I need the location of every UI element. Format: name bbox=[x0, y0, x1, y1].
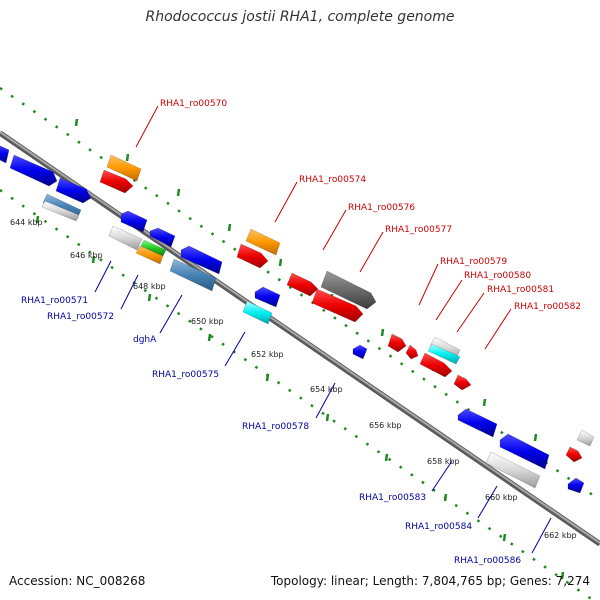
gene-red[interactable] bbox=[236, 243, 269, 269]
gene-label-top[interactable]: RHA1_ro00576 bbox=[348, 203, 415, 213]
gene-label-top[interactable]: RHA1_ro00574 bbox=[299, 175, 366, 185]
tick-label: 656 kbp bbox=[369, 421, 402, 430]
gene-arrow[interactable] bbox=[0, 144, 10, 164]
tick-label: 650 kbp bbox=[191, 317, 224, 326]
gene-red[interactable] bbox=[311, 288, 364, 323]
gene-label-bottom[interactable]: RHA1_ro00571 bbox=[21, 296, 88, 306]
tick-label: 652 kbp bbox=[251, 350, 284, 359]
gene-label-bottom[interactable]: RHA1_ro00578 bbox=[242, 422, 309, 432]
gene-cyan-0581[interactable] bbox=[427, 343, 461, 365]
gene-steel-dgha[interactable] bbox=[169, 258, 217, 292]
gene-red-0582[interactable] bbox=[453, 374, 472, 391]
genome-summary-text: Topology: linear; Length: 7,804,765 bp; … bbox=[270, 574, 590, 588]
tick-label: 646 kbp bbox=[70, 251, 103, 260]
gene-light-0571[interactable] bbox=[108, 225, 143, 251]
gene-dark-0577[interactable] bbox=[320, 270, 377, 310]
gene-blue[interactable] bbox=[149, 227, 176, 248]
gene-label-bottom[interactable]: RHA1_ro00583 bbox=[359, 493, 426, 503]
gene-light[interactable] bbox=[41, 200, 80, 222]
gene-label-bottom[interactable]: RHA1_ro00586 bbox=[454, 556, 521, 566]
gene-red-0579[interactable] bbox=[387, 333, 407, 353]
tick-label: 648 kbp bbox=[133, 282, 166, 291]
gene-blue-0578[interactable] bbox=[352, 344, 368, 360]
top-leader-lines bbox=[135, 105, 512, 350]
gene-blue[interactable] bbox=[457, 408, 498, 438]
gene-blue[interactable] bbox=[180, 245, 223, 275]
upper-strand-genes bbox=[0, 144, 595, 463]
gene-blue-0586[interactable] bbox=[567, 477, 585, 494]
gene-red-0581b[interactable] bbox=[419, 352, 453, 378]
gene-label-bottom[interactable]: RHA1_ro00575 bbox=[152, 370, 219, 380]
tick-label: 644 kbp bbox=[10, 218, 43, 227]
gene-blue[interactable] bbox=[254, 286, 281, 308]
gene-red-0576[interactable] bbox=[286, 272, 319, 297]
gene-red[interactable] bbox=[565, 446, 583, 463]
inner-major-ticks bbox=[35, 215, 565, 580]
bottom-leader-lines bbox=[94, 260, 552, 554]
gene-label-top[interactable]: RHA1_ro00570 bbox=[160, 99, 227, 109]
inner-scale-track bbox=[0, 188, 595, 600]
gene-label-bottom[interactable]: RHA1_ro00572 bbox=[47, 312, 114, 322]
gene-arrow[interactable] bbox=[9, 154, 58, 187]
gene-cyan-0575[interactable] bbox=[242, 300, 273, 325]
tick-label: 654 kbp bbox=[310, 385, 343, 394]
gene-label-top[interactable]: RHA1_ro00577 bbox=[385, 225, 452, 235]
gene-light-0584[interactable] bbox=[485, 451, 541, 489]
gene-label-bottom[interactable]: RHA1_ro00584 bbox=[405, 522, 472, 532]
gene-arrow[interactable] bbox=[55, 177, 92, 204]
genome-backbone-highlight bbox=[0, 131, 600, 544]
gene-label-top[interactable]: RHA1_ro00582 bbox=[514, 302, 581, 312]
map-title: Rhodococcus jostii RHA1, complete genome bbox=[145, 9, 455, 25]
tick-label: 660 kbp bbox=[485, 493, 518, 502]
lower-strand-genes bbox=[41, 193, 585, 494]
tick-label: 658 kbp bbox=[427, 457, 460, 466]
gene-light[interactable] bbox=[576, 429, 595, 447]
gene-orange-0574[interactable] bbox=[245, 228, 281, 256]
gene-blue-0583[interactable] bbox=[499, 433, 550, 470]
gene-label-top[interactable]: RHA1_ro00580 bbox=[464, 271, 531, 281]
gene-label-top[interactable]: RHA1_ro00581 bbox=[487, 285, 554, 295]
tick-label: 662 kbp bbox=[544, 531, 577, 540]
gene-red[interactable] bbox=[99, 169, 134, 194]
gene-blue[interactable] bbox=[120, 210, 148, 233]
gene-orange-0572[interactable] bbox=[135, 245, 164, 265]
gene-label-top[interactable]: RHA1_ro00579 bbox=[440, 257, 507, 267]
gene-red[interactable] bbox=[405, 344, 419, 360]
gene-orange-0570[interactable] bbox=[106, 154, 142, 182]
accession-text: Accession: NC_008268 bbox=[9, 574, 146, 588]
gene-label-bottom[interactable]: dghA bbox=[133, 335, 157, 345]
